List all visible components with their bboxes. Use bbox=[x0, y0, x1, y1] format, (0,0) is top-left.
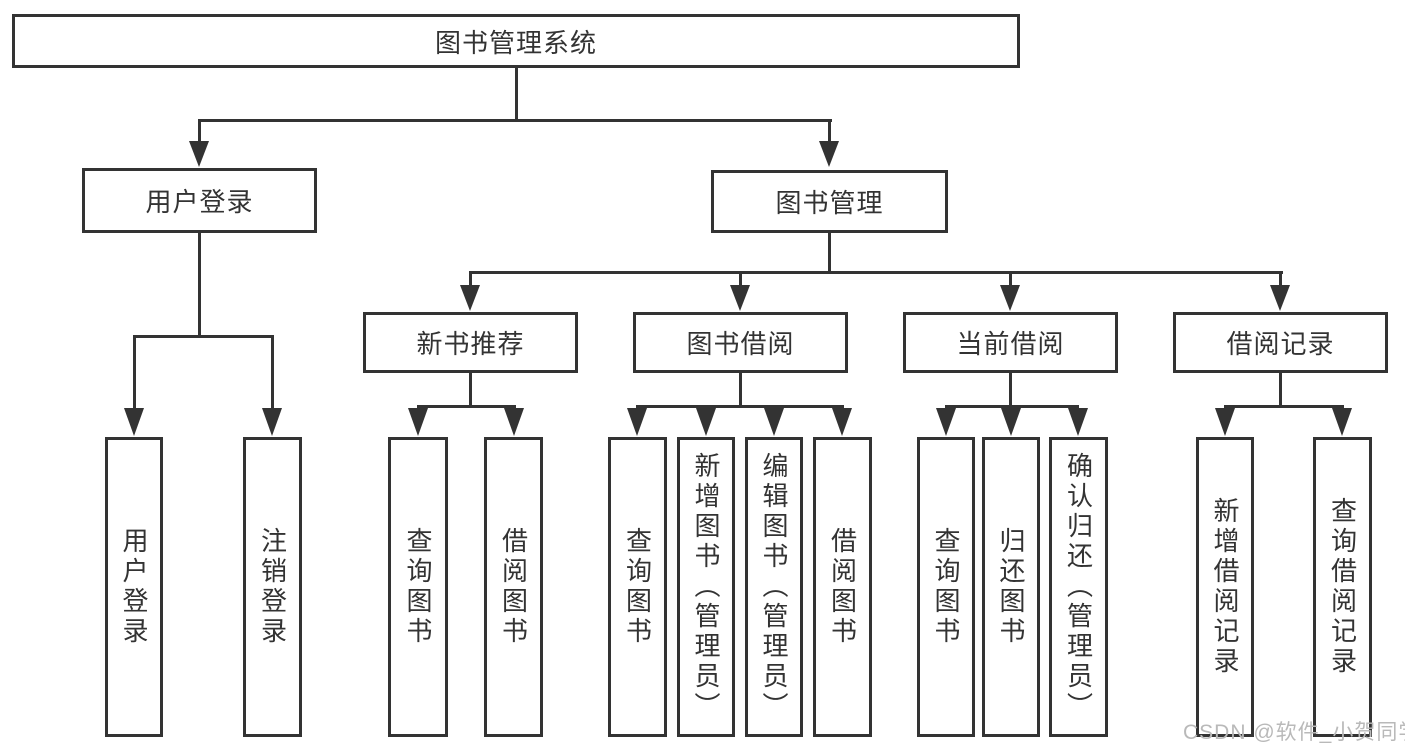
arrow-down-icon bbox=[764, 408, 784, 436]
arrow-down-icon bbox=[819, 141, 839, 167]
leaf-confirm-return-admin: 确认归还（管理员） bbox=[1049, 437, 1108, 737]
leaf-query-books-current: 查询图书 bbox=[917, 437, 975, 737]
arrow-down-icon bbox=[262, 408, 282, 436]
node-book-management: 图书管理 bbox=[711, 170, 948, 233]
connector-line bbox=[636, 405, 844, 408]
leaf-return-book: 归还图书 bbox=[982, 437, 1040, 737]
connector-line bbox=[133, 335, 136, 410]
arrow-down-icon bbox=[832, 408, 852, 436]
arrow-down-icon bbox=[696, 408, 716, 436]
arrow-down-icon bbox=[1215, 408, 1235, 436]
node-label: 注销登录 bbox=[257, 527, 288, 647]
arrow-down-icon bbox=[504, 408, 524, 436]
connector-line bbox=[1009, 373, 1012, 408]
connector-line bbox=[198, 119, 201, 147]
connector-line bbox=[1009, 271, 1012, 287]
connector-line bbox=[469, 373, 472, 408]
node-label: 图书管理系统 bbox=[434, 27, 597, 58]
node-book-borrow: 图书借阅 bbox=[633, 312, 848, 373]
arrow-down-icon bbox=[460, 285, 480, 311]
node-new-book-recommend: 新书推荐 bbox=[363, 312, 578, 373]
node-label: 图书管理 bbox=[775, 188, 884, 218]
node-label: 确认归还（管理员） bbox=[1063, 452, 1094, 722]
leaf-logout: 注销登录 bbox=[243, 437, 302, 737]
node-label: 新增图书（管理员） bbox=[691, 452, 721, 722]
connector-line bbox=[469, 271, 1283, 274]
leaf-add-borrow-record: 新增借阅记录 bbox=[1196, 437, 1254, 737]
leaf-borrow-books: 借阅图书 bbox=[813, 437, 872, 737]
node-label: 查询借阅记录 bbox=[1327, 497, 1358, 677]
arrow-down-icon bbox=[1270, 285, 1290, 311]
node-label: 新书推荐 bbox=[416, 329, 525, 359]
connector-line bbox=[828, 233, 831, 274]
leaf-query-borrow-record: 查询借阅记录 bbox=[1313, 437, 1372, 737]
node-current-borrow: 当前借阅 bbox=[903, 312, 1118, 373]
arrow-down-icon bbox=[408, 408, 428, 436]
connector-line bbox=[271, 335, 274, 410]
arrow-down-icon bbox=[627, 408, 647, 436]
node-label: 借阅记录 bbox=[1226, 329, 1335, 359]
connector-line bbox=[1224, 405, 1344, 408]
arrow-down-icon bbox=[189, 141, 209, 167]
node-label: 借阅图书 bbox=[498, 527, 529, 647]
connector-line bbox=[198, 119, 832, 122]
node-label: 新增借阅记录 bbox=[1210, 497, 1240, 677]
connector-line bbox=[1279, 271, 1282, 287]
connector-line bbox=[133, 335, 274, 338]
node-label: 编辑图书（管理员） bbox=[759, 452, 789, 722]
connector-line bbox=[945, 405, 1079, 408]
leaf-query-books-recommend: 查询图书 bbox=[388, 437, 448, 737]
leaf-edit-book-admin: 编辑图书（管理员） bbox=[745, 437, 803, 737]
node-label: 借阅图书 bbox=[827, 527, 858, 647]
arrow-down-icon bbox=[1001, 408, 1021, 436]
connector-line bbox=[828, 119, 831, 147]
node-user-login: 用户登录 bbox=[82, 168, 317, 233]
arrow-down-icon bbox=[730, 285, 750, 311]
node-label: 归还图书 bbox=[996, 527, 1026, 647]
connector-line bbox=[198, 233, 201, 338]
arrow-down-icon bbox=[936, 408, 956, 436]
arrow-down-icon bbox=[1332, 408, 1352, 436]
connector-line bbox=[739, 373, 742, 408]
node-label: 查询图书 bbox=[622, 527, 653, 647]
arrow-down-icon bbox=[1000, 285, 1020, 311]
node-label: 当前借阅 bbox=[956, 329, 1065, 359]
node-label: 图书借阅 bbox=[686, 329, 795, 359]
arrow-down-icon bbox=[124, 408, 144, 436]
node-library-management-system: 图书管理系统 bbox=[12, 14, 1020, 68]
connector-line bbox=[1279, 373, 1282, 408]
connector-line bbox=[469, 271, 472, 287]
node-label: 用户登录 bbox=[145, 187, 254, 217]
node-label: 查询图书 bbox=[931, 527, 961, 647]
csdn-watermark: CSDN @软件_小贺同学 bbox=[1183, 721, 1405, 744]
node-label: 查询图书 bbox=[403, 527, 433, 647]
leaf-borrow-books-recommend: 借阅图书 bbox=[484, 437, 543, 737]
node-borrow-records: 借阅记录 bbox=[1173, 312, 1388, 373]
connector-line bbox=[739, 271, 742, 287]
arrow-down-icon bbox=[1068, 408, 1088, 436]
leaf-user-login: 用户登录 bbox=[105, 437, 163, 737]
connector-line bbox=[417, 405, 516, 408]
node-label: 用户登录 bbox=[119, 527, 149, 647]
leaf-add-book-admin: 新增图书（管理员） bbox=[677, 437, 735, 737]
leaf-query-books-borrow: 查询图书 bbox=[608, 437, 667, 737]
connector-line bbox=[515, 68, 518, 122]
